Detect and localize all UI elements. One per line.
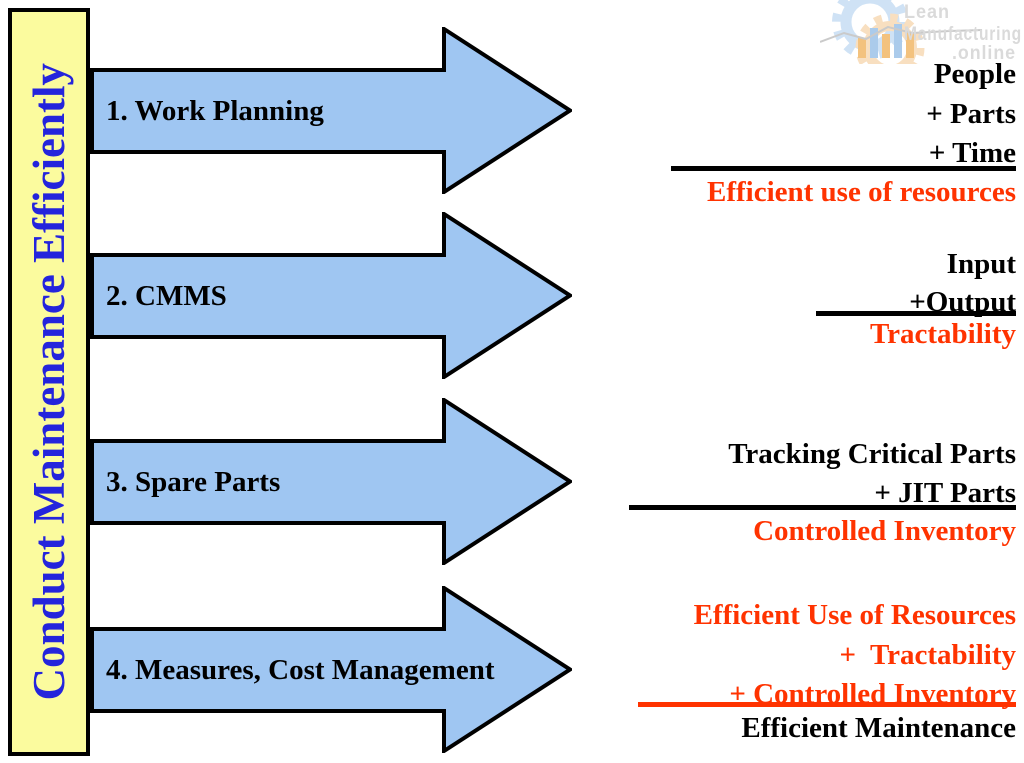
arrow-work-planning: 1. Work Planning <box>90 27 572 194</box>
page-title: Conduct Maintenance Efficiently <box>24 63 74 701</box>
lean-manufacturing-logo: Lean Manufacturing .online <box>820 0 1024 64</box>
sum3-result: Controlled Inventory <box>753 515 1016 547</box>
arrow-shape <box>90 398 572 565</box>
logo-text-manufacturing: Manufacturing <box>904 24 1022 45</box>
sum1-term: + Time <box>928 137 1016 169</box>
arrow-measures-cost-management: 4. Measures, Cost Management <box>90 586 572 753</box>
sum3-line <box>629 505 1016 510</box>
arrow-label-measures-cost-management: 4. Measures, Cost Management <box>106 653 495 686</box>
sum3-term: + JIT Parts <box>874 477 1016 509</box>
sum2-term: Input <box>946 248 1016 280</box>
sum1-line <box>671 166 1016 171</box>
arrow-shape <box>90 212 572 379</box>
arrow-label-spare-parts: 3. Spare Parts <box>106 465 281 498</box>
arrow-cmms: 2. CMMS <box>90 212 572 379</box>
title-banner: Conduct Maintenance Efficiently <box>8 8 90 756</box>
sum1-result: Efficient use of resources <box>706 176 1016 208</box>
trend-line-icon <box>820 25 983 43</box>
arrow-spare-parts: 3. Spare Parts <box>90 398 572 565</box>
sum2-result: Tractability <box>869 318 1016 350</box>
sum4-term: Efficient Use of Resources <box>693 599 1016 631</box>
arrow-shape <box>90 586 572 753</box>
logo-text-lean: Lean <box>904 2 950 23</box>
logo-text-online: .online <box>952 43 1016 64</box>
sum1-term: + Parts <box>926 98 1016 130</box>
arrow-shape <box>90 27 572 194</box>
sum2-line <box>816 311 1016 316</box>
sum4-term: + Tractability <box>839 639 1016 671</box>
arrow-label-work-planning: 1. Work Planning <box>106 94 324 127</box>
sum4-line <box>638 702 1016 707</box>
bar-chart-icon <box>858 24 914 58</box>
sum4-result: Efficient Maintenance <box>741 712 1016 744</box>
sum3-term: Tracking Critical Parts <box>728 438 1016 470</box>
arrow-label-cmms: 2. CMMS <box>106 279 227 312</box>
sum1-term: People <box>933 58 1016 90</box>
